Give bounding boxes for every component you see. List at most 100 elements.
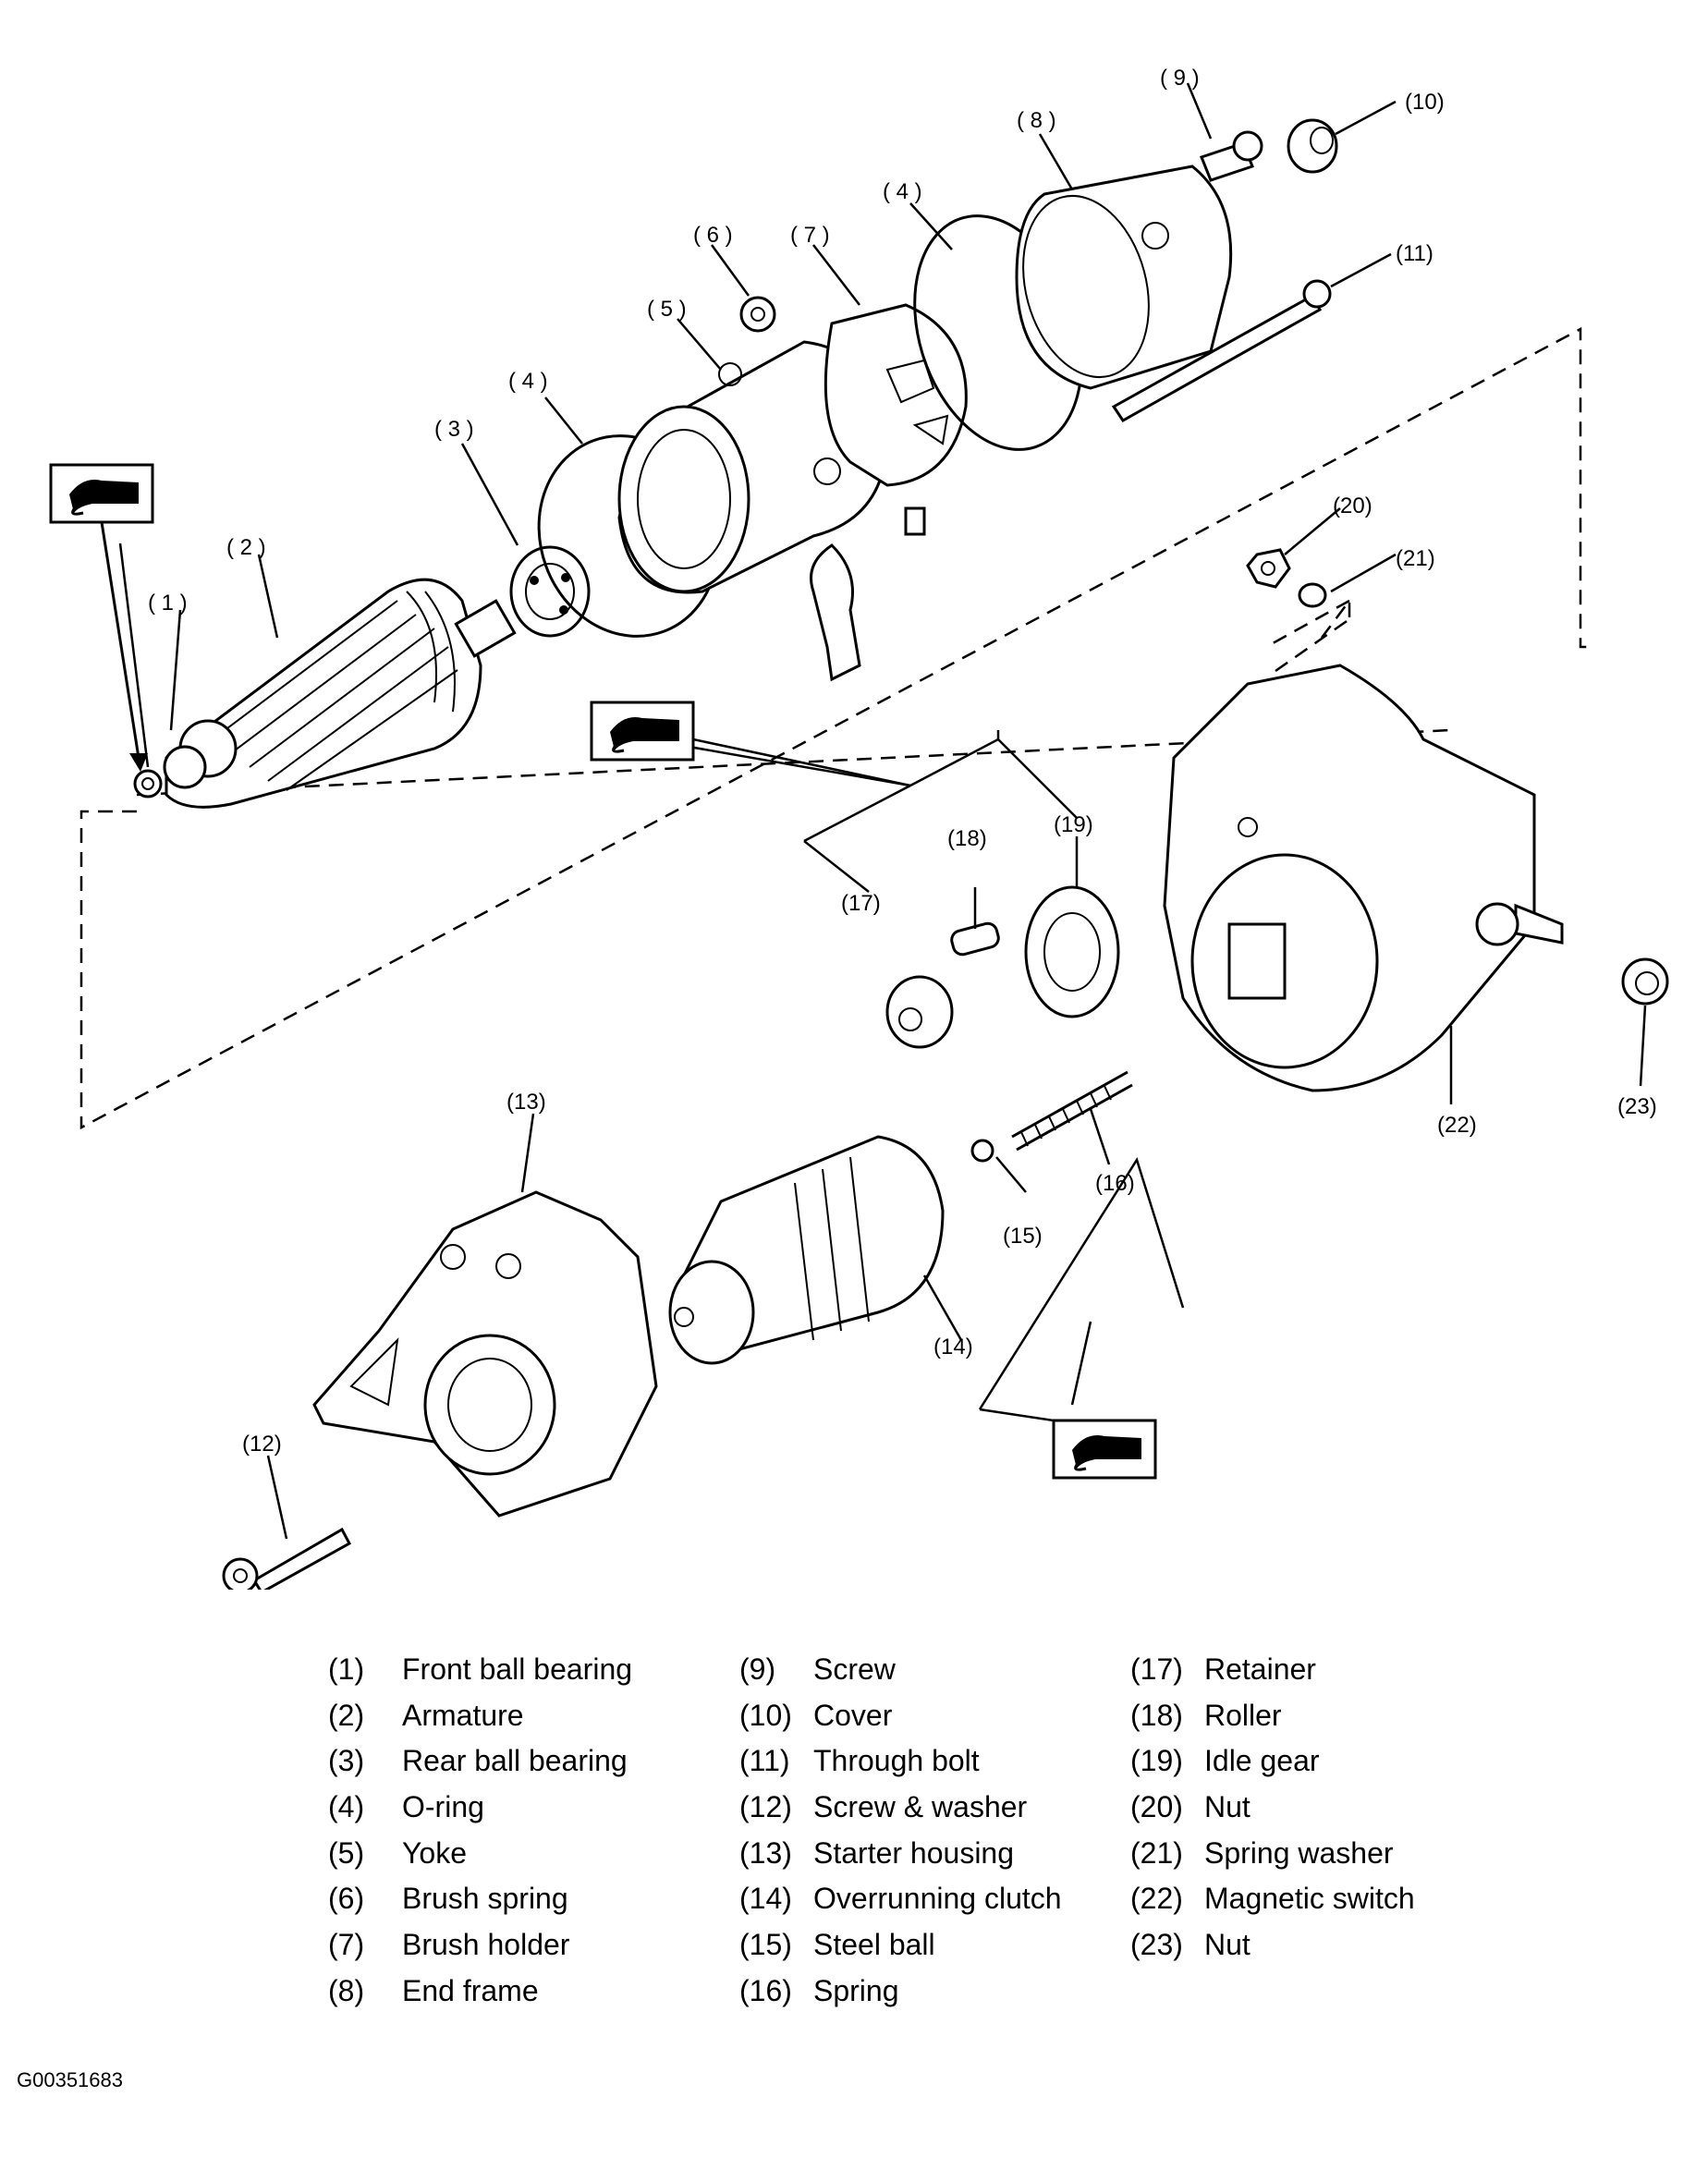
grease-icon [1052,1419,1157,1480]
cover-part [1287,118,1338,174]
grease-link-line [692,738,911,787]
callout-23: (23) [1617,1094,1657,1119]
callout-22: (22) [1437,1113,1477,1138]
legend-name: Nut [1204,1928,1250,1962]
legend-num: (19) [1130,1744,1183,1778]
through-bolt-part [1111,279,1332,422]
legend-name: Spring washer [1204,1835,1394,1870]
legend-name: Armature [402,1698,524,1732]
legend-name: Overrunning clutch [813,1882,1062,1916]
callout-4-right: ( 4 ) [883,179,922,204]
callout-14: (14) [933,1335,973,1359]
callout-5: ( 5 ) [647,297,687,322]
legend-name: O-ring [402,1790,484,1824]
legend-name: Brush spring [402,1882,568,1916]
callout-12: (12) [242,1432,282,1457]
legend-num: (14) [739,1882,792,1916]
grease-icon [49,463,154,524]
legend-name: Brush holder [402,1928,570,1962]
exploded-view-diagram: ( 1 ) ( 2 ) ( 3 ) ( 4 ) ( 4 ) ( 5 ) ( 6 … [49,66,1669,1590]
leader-lines [169,82,1647,1540]
end-frame-part [1015,165,1233,390]
legend-name: Spring [813,1973,899,2007]
grease-arrow [100,521,140,759]
callout-8: ( 8 ) [1017,108,1056,133]
legend-name: Roller [1204,1698,1282,1732]
callout-3: ( 3 ) [434,417,474,442]
legend-name: Nut [1204,1790,1250,1824]
legend-num: (13) [739,1835,792,1870]
legend-num: (22) [1130,1882,1183,1916]
legend-name: Rear ball bearing [402,1744,628,1778]
brush-holder-part [824,303,968,536]
legend-num: (10) [739,1698,792,1732]
assembly-dashed-lines [79,326,1594,1130]
callout-1: ( 1 ) [148,591,188,616]
grease-icon [590,701,695,762]
legend-name: Front ball bearing [402,1652,633,1686]
legend-num: (4) [328,1790,365,1824]
legend-name: Steel ball [813,1928,935,1962]
callout-16: (16) [1095,1171,1135,1196]
legend-name: Starter housing [813,1835,1015,1870]
callout-13: (13) [506,1090,546,1115]
brush-spring-part [739,296,776,333]
callout-21: (21) [1396,546,1435,571]
idle-gear-part [1024,885,1120,1018]
callout-10: (10) [1405,90,1445,115]
legend-num: (17) [1130,1652,1183,1686]
legend-num: (7) [328,1928,365,1962]
legend-name: Cover [813,1698,893,1732]
legend-name: End frame [402,1973,539,2007]
legend-name: Screw & washer [813,1790,1028,1824]
legend-num: (1) [328,1652,365,1686]
legend-name: Magnetic switch [1204,1882,1415,1916]
callout-11: (11) [1396,241,1434,266]
nut-washer-parts [1246,548,1327,608]
legend-num: (18) [1130,1698,1183,1732]
callout-4-left: ( 4 ) [508,369,548,394]
callout-19: (19) [1054,812,1093,837]
rear-ball-bearing-part [509,545,591,638]
legend-num: (9) [739,1652,776,1686]
callout-6: ( 6 ) [693,223,733,248]
callout-15: (15) [1003,1224,1043,1249]
nut-part-23 [1621,957,1669,1006]
grease-arrowhead [129,753,148,772]
figure-id: G00351683 [17,2068,123,2091]
armature-part [133,578,517,809]
legend-num: (21) [1130,1835,1183,1870]
legend-num: (20) [1130,1790,1183,1824]
group-brackets [118,542,1185,1425]
legend-name: Idle gear [1204,1744,1320,1778]
legend-name: Screw [813,1652,896,1686]
callout-20: (20) [1333,494,1372,518]
legend-num: (23) [1130,1928,1183,1962]
callout-18: (18) [947,826,987,851]
steel-ball-part [970,1139,994,1163]
overrunning-clutch-part [668,1135,945,1365]
callout-7: ( 7 ) [790,223,830,248]
yoke-part [617,340,889,682]
legend-num: (8) [328,1973,365,2007]
screw-part [1200,130,1263,182]
legend-num: (3) [328,1744,365,1778]
legend-num: (2) [328,1698,365,1732]
magnetic-switch-part [1163,664,1564,1092]
callout-2: ( 2 ) [226,535,266,560]
callout-17: (17) [841,891,881,916]
retainer-part [885,975,954,1049]
callout-9: ( 9 ) [1160,66,1200,91]
legend-name: Retainer [1204,1652,1316,1686]
spring-part [1011,1070,1133,1152]
legend-name: Yoke [402,1835,467,1870]
screw-washer-part [222,1527,352,1590]
legend-num: (11) [739,1744,790,1778]
legend-num: (12) [739,1790,792,1824]
starter-housing-part [312,1190,658,1518]
legend-num: (15) [739,1928,792,1962]
legend-name: Through bolt [813,1744,980,1778]
roller-part [950,921,1000,957]
legend-num: (16) [739,1973,792,2007]
legend-num: (5) [328,1835,365,1870]
